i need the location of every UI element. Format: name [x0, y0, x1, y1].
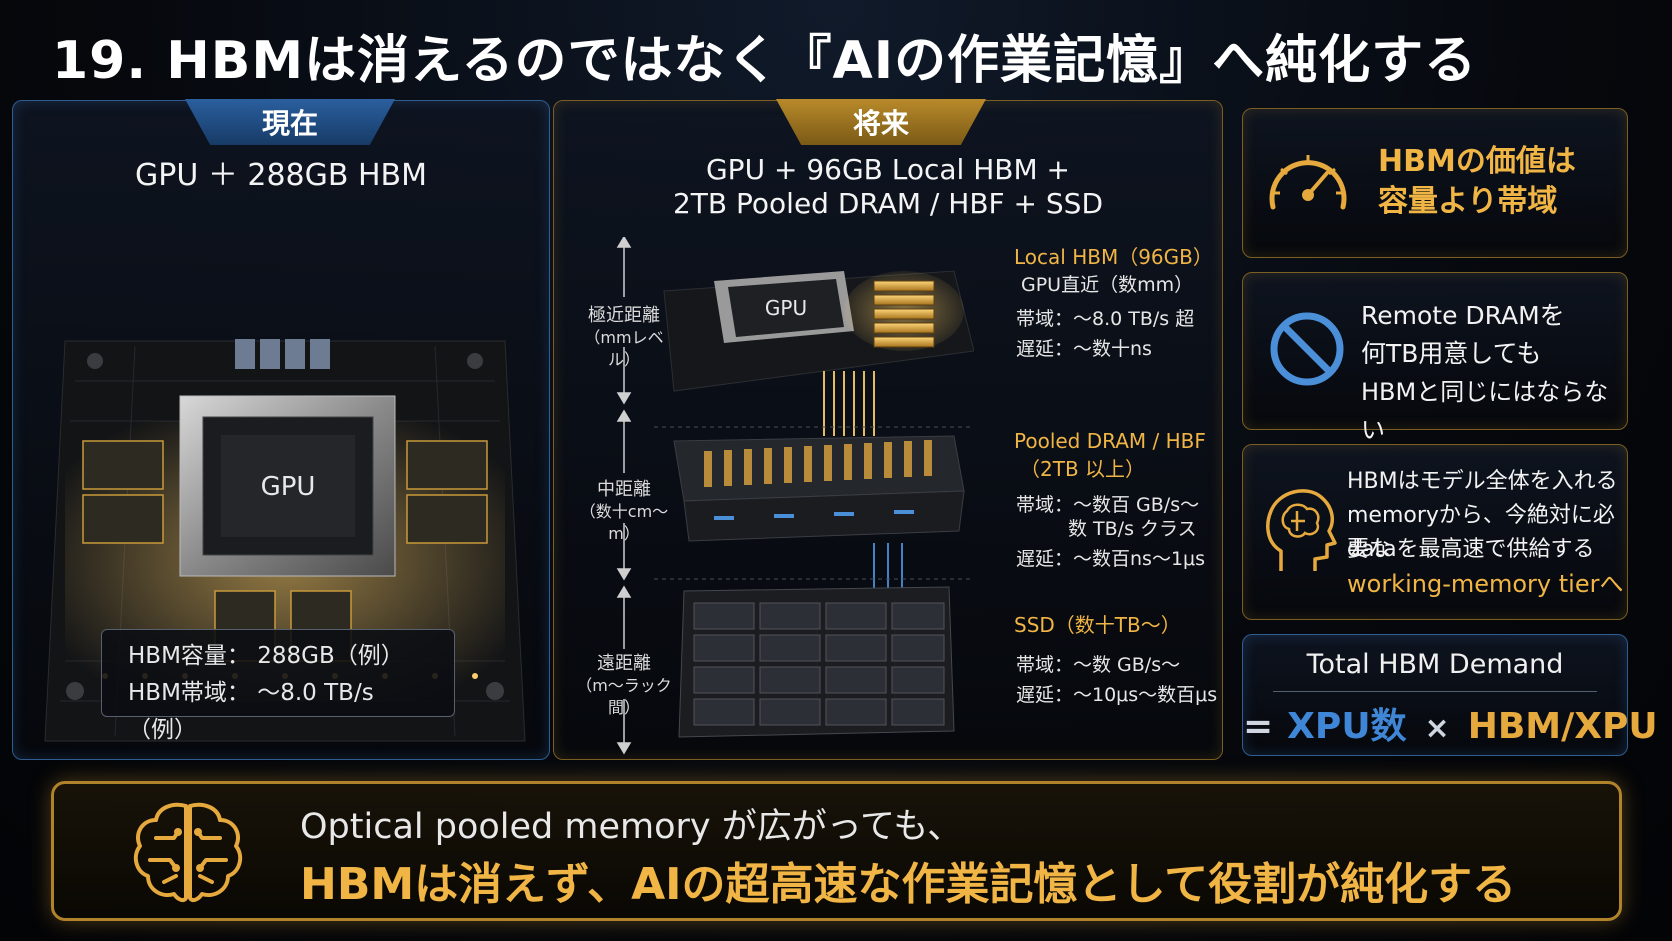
head-brain-icon [1266, 489, 1337, 571]
tier2-bandwidth-2: 数 TB/s クラス [1068, 518, 1197, 540]
tier1-distance: 極近距離 （mmレベル） [574, 305, 674, 371]
future-tab: 将来 [776, 99, 986, 145]
banner-line1: Optical pooled memory が広がっても、 [300, 807, 963, 847]
page-title: 19. HBMは消えるのではなく『AIの作業記憶』へ純化する [52, 31, 1478, 91]
formula-times: × [1424, 711, 1450, 746]
banner-line2: HBMは消えず、AIの超高速な作業記憶として役割が純化する [300, 859, 1517, 910]
card3-line2: memoryから、今絶対に必要な [1347, 503, 1615, 562]
current-tab: 現在 [185, 99, 395, 145]
current-panel: 現在 GPU ＋ 288GB HBM [12, 99, 550, 760]
tier3-distance: 遠距離 （m～ラック間） [574, 653, 674, 719]
tier2-distance: 中距離 （数十cm～m） [574, 479, 674, 545]
tier1-name: Local HBM（96GB） [1014, 245, 1213, 269]
current-gpu-label: GPU [261, 472, 316, 502]
tier3-name: SSD（数十TB～） [1014, 613, 1181, 637]
future-stack-illustration: GPU [654, 270, 974, 738]
current-capacity: HBM容量： 288GB（例） [128, 643, 404, 669]
formula-title: Total HBM Demand [1306, 649, 1564, 680]
speedometer-icon [1269, 155, 1347, 210]
tier2-latency: 遅延：～数百ns～1μs [1016, 548, 1206, 570]
card-working-memory: HBMはモデル全体を入れる memoryから、今絶対に必要な dataを最高速で… [1242, 444, 1628, 620]
future-subhead-2: 2TB Pooled DRAM / HBF + SSD [672, 187, 1104, 220]
future-gpu-label: GPU [765, 296, 807, 320]
tier2-name: Pooled DRAM / HBF [1014, 429, 1206, 453]
card3-line1: HBMはモデル全体を入れる [1347, 469, 1618, 494]
formula: = XPU数 × HBM/XPU [1243, 697, 1658, 749]
current-bandwidth: HBM帯域： ～8.0 TB/s（例） [128, 680, 374, 743]
formula-equals: = [1243, 706, 1274, 747]
tier2-bandwidth: 帯域：～数百 GB/s～ [1016, 494, 1200, 516]
tier1-bandwidth: 帯域：～8.0 TB/s 超 [1016, 308, 1195, 330]
tier3-distance-sub: （m～ラック間） [576, 676, 672, 717]
card-bandwidth-value: HBMの価値は 容量より帯域 [1242, 108, 1628, 258]
card2-line2: 何TB用意しても [1361, 339, 1542, 368]
card3-line3: dataを最高速で供給する [1347, 537, 1595, 562]
tier1-distance-sub: （mmレベル） [584, 328, 664, 369]
card-total-demand: Total HBM Demand = XPU数 × HBM/XPU [1242, 634, 1658, 756]
tier2-distance-main: 中距離 [597, 479, 651, 500]
formula-hbm-per-xpu: HBM/XPU [1467, 706, 1658, 747]
brain-circuit-icon [133, 802, 243, 903]
tier1-note: GPU直近（数mm） [1021, 274, 1194, 296]
card1-line1: HBMの価値は [1378, 144, 1576, 179]
tier2-distance-sub: （数十cm～m） [579, 502, 669, 543]
future-subhead-1: GPU + 96GB Local HBM + [705, 153, 1071, 186]
tier1-latency: 遅延：～数十ns [1016, 338, 1152, 360]
conclusion-banner: Optical pooled memory が広がっても、 HBMは消えず、AI… [51, 781, 1622, 921]
card1-line2: 容量より帯域 [1378, 184, 1558, 219]
current-spec-box: HBM容量： 288GB（例） HBM帯域： ～8.0 TB/s（例） [101, 629, 455, 743]
future-panel: 将来 GPU + 96GB Local HBM + 2TB Pooled DRA… [553, 99, 1223, 760]
tier3-distance-main: 遠距離 [597, 653, 651, 674]
formula-xpu-count: XPU数 [1287, 706, 1407, 747]
tier1-distance-main: 極近距離 [588, 305, 660, 326]
current-subhead: GPU ＋ 288GB HBM [134, 158, 428, 193]
card2-line1: Remote DRAMを [1361, 301, 1565, 330]
card2-line3: HBMと同じにはならない [1361, 378, 1609, 444]
distance-axis [616, 237, 632, 755]
formula-divider [1273, 691, 1597, 692]
tier2-note: （2TB 以上） [1020, 457, 1146, 481]
tier3-latency: 遅延：～10μs～数百μs [1016, 684, 1218, 706]
card-remote-dram: Remote DRAMを 何TB用意しても HBMと同じにはならない [1242, 272, 1628, 444]
prohibited-icon [1270, 312, 1344, 386]
tier3-bandwidth: 帯域：～数 GB/s～ [1016, 654, 1181, 676]
card3-line4: working-memory tierへ [1347, 570, 1624, 598]
